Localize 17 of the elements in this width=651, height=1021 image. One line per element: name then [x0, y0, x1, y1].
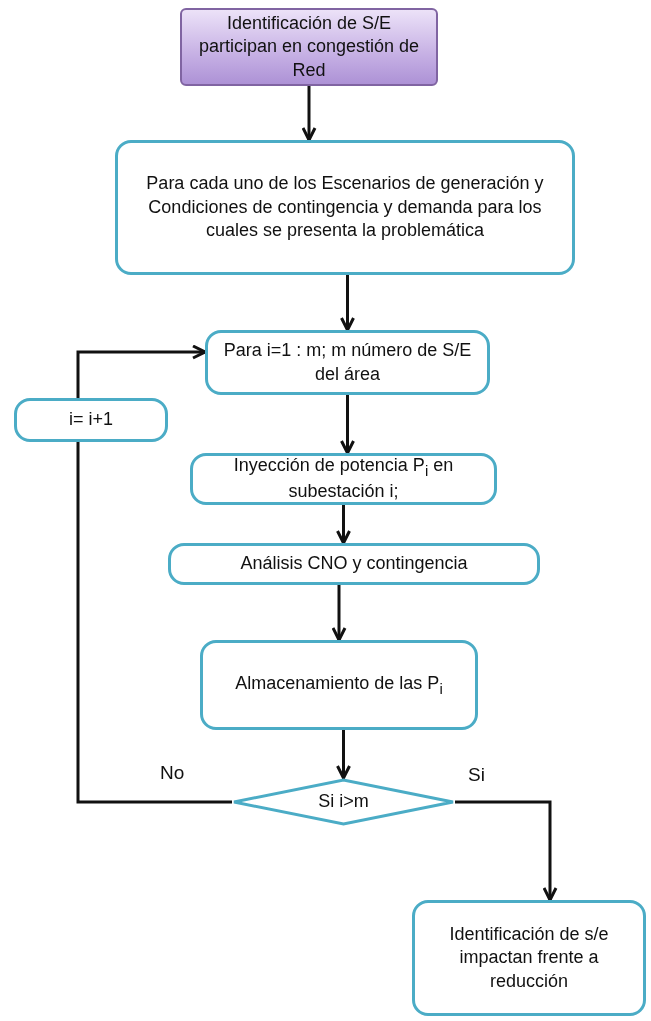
- process-box: Análisis CNO y contingencia: [168, 543, 540, 585]
- process-box: i= i+1: [14, 398, 168, 442]
- arrow: [336, 505, 351, 545]
- arrow: [301, 86, 317, 142]
- arrow: [340, 395, 355, 455]
- arrow: [331, 585, 347, 642]
- decision-diamond: Si i>m: [232, 778, 455, 826]
- process-box: Para i=1 : m; m número de S/E del área: [205, 330, 490, 395]
- arrow: [336, 730, 351, 780]
- arrow: [76, 344, 207, 398]
- process-box: Para cada uno de los Escenarios de generación y Condiciones de contingencia y demanda para los cuales se presenta la problemática: [115, 140, 575, 275]
- process-box: Almacenamiento de las P$_{i}$: [200, 640, 478, 730]
- process-box: Inyección de potencia P$_{i}$ en subestación i;: [190, 453, 497, 505]
- start-box: Identificación de S/E participan en congestión de Red: [180, 8, 438, 86]
- arrow: [340, 275, 355, 332]
- arrow: [455, 800, 558, 902]
- end-box: Identificación de s/e impactan frente a reducción: [412, 900, 646, 1016]
